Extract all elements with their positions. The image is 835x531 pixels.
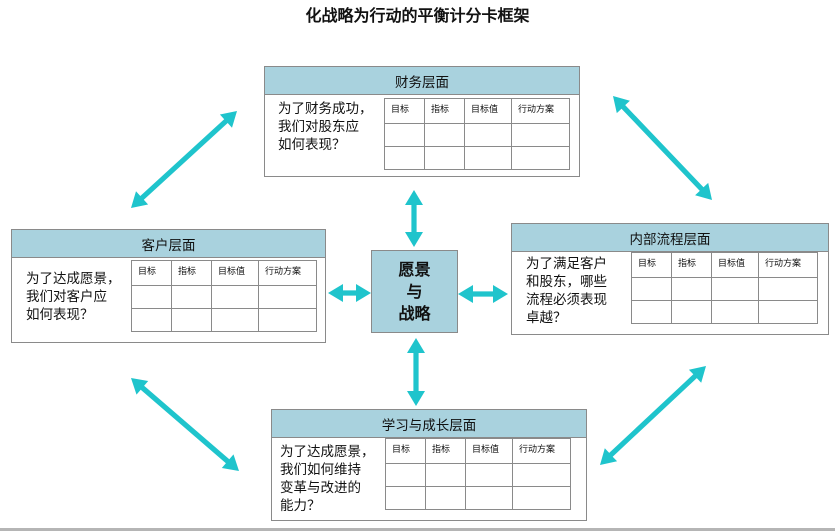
table-cell bbox=[671, 277, 712, 301]
table-cell bbox=[384, 146, 425, 170]
center-line: 愿景 bbox=[398, 259, 431, 279]
table-cell bbox=[425, 463, 466, 487]
table-cell bbox=[671, 300, 712, 324]
arrow-center-financial bbox=[405, 190, 423, 247]
table-cell bbox=[631, 277, 672, 301]
question-line: 为了财务成功， bbox=[278, 101, 373, 117]
table-cell bbox=[424, 146, 465, 170]
arrow-internal-learning bbox=[600, 366, 706, 465]
table-cell bbox=[464, 123, 512, 147]
question-line: 为了达成愿景， bbox=[26, 271, 121, 287]
table-cell bbox=[758, 277, 818, 301]
col-initiative: 行动方案 bbox=[512, 438, 571, 464]
arrow-center-customer bbox=[328, 284, 371, 302]
table-cell bbox=[211, 285, 259, 309]
arrow-financial-customer bbox=[131, 111, 237, 208]
question-line: 如何表现？ bbox=[26, 307, 94, 323]
table-cell bbox=[512, 463, 571, 487]
col-objective: 目标 bbox=[384, 98, 425, 124]
arrow-center-internal bbox=[458, 285, 508, 303]
question-line: 为了满足客户 bbox=[526, 256, 607, 272]
question-line: 我们如何维持 bbox=[280, 462, 361, 478]
table-cell bbox=[631, 300, 672, 324]
table-cell bbox=[511, 123, 570, 147]
col-initiative: 行动方案 bbox=[511, 98, 570, 124]
learning-growth-header: 学习与成长层面 bbox=[272, 410, 586, 438]
financial-question: 为了财务成功， 我们对股东应 如何表现？ bbox=[278, 100, 373, 154]
question-line: 卓越？ bbox=[526, 310, 567, 326]
col-measure: 指标 bbox=[425, 438, 466, 464]
col-initiative: 行动方案 bbox=[758, 252, 818, 278]
customer-metrics-table: 目标 指标 目标值 行动方案 bbox=[131, 260, 317, 332]
question-line: 变革与改进的 bbox=[280, 480, 361, 496]
table-cell bbox=[385, 486, 426, 510]
question-line: 能力？ bbox=[280, 498, 321, 514]
bottom-rule bbox=[0, 528, 835, 531]
col-objective: 目标 bbox=[631, 252, 672, 278]
table-cell bbox=[711, 300, 759, 324]
table-cell bbox=[425, 486, 466, 510]
col-measure: 指标 bbox=[171, 260, 212, 286]
vision-strategy-box: 愿景 与 战略 bbox=[371, 250, 458, 333]
customer-question: 为了达成愿景， 我们对客户应 如何表现？ bbox=[26, 270, 121, 324]
table-cell bbox=[511, 146, 570, 170]
col-measure: 指标 bbox=[671, 252, 712, 278]
col-initiative: 行动方案 bbox=[258, 260, 317, 286]
col-measure: 指标 bbox=[424, 98, 465, 124]
col-target: 目标值 bbox=[711, 252, 759, 278]
question-line: 和股东，哪些 bbox=[526, 274, 607, 290]
learning-growth-question: 为了达成愿景， 我们如何维持 变革与改进的 能力？ bbox=[280, 443, 375, 515]
arrow-customer-learning bbox=[131, 378, 239, 471]
question-line: 如何表现？ bbox=[278, 137, 346, 153]
table-cell bbox=[258, 308, 317, 332]
table-cell bbox=[758, 300, 818, 324]
table-cell bbox=[131, 308, 172, 332]
diagram-title: 化战略为行动的平衡计分卡框架 bbox=[305, 6, 530, 25]
arrow-financial-internal bbox=[613, 96, 712, 200]
question-line: 为了达成愿景， bbox=[280, 444, 375, 460]
financial-perspective-box: 财务层面 为了财务成功， 我们对股东应 如何表现？ 目标 指标 目标值 行动方案 bbox=[264, 66, 580, 177]
col-target: 目标值 bbox=[465, 438, 513, 464]
table-cell bbox=[171, 308, 212, 332]
customer-header: 客户层面 bbox=[12, 230, 325, 258]
table-cell bbox=[384, 123, 425, 147]
table-cell bbox=[465, 486, 513, 510]
table-cell bbox=[711, 277, 759, 301]
question-line: 我们对客户应 bbox=[26, 289, 107, 305]
table-cell bbox=[171, 285, 212, 309]
internal-process-metrics-table: 目标 指标 目标值 行动方案 bbox=[631, 252, 818, 324]
table-cell bbox=[385, 463, 426, 487]
internal-process-question: 为了满足客户 和股东，哪些 流程必须表现 卓越？ bbox=[526, 255, 607, 327]
learning-growth-perspective-box: 学习与成长层面 为了达成愿景， 我们如何维持 变革与改进的 能力？ 目标 指标 … bbox=[271, 409, 587, 521]
table-cell bbox=[512, 486, 571, 510]
col-target: 目标值 bbox=[464, 98, 512, 124]
col-target: 目标值 bbox=[211, 260, 259, 286]
table-cell bbox=[131, 285, 172, 309]
table-cell bbox=[424, 123, 465, 147]
table-cell bbox=[465, 463, 513, 487]
question-line: 我们对股东应 bbox=[278, 119, 359, 135]
learning-growth-metrics-table: 目标 指标 目标值 行动方案 bbox=[385, 438, 571, 510]
center-line: 战略 bbox=[398, 303, 431, 323]
question-line: 流程必须表现 bbox=[526, 292, 607, 308]
table-cell bbox=[211, 308, 259, 332]
internal-process-perspective-box: 内部流程层面 为了满足客户 和股东，哪些 流程必须表现 卓越？ 目标 指标 目标… bbox=[511, 223, 829, 335]
table-cell bbox=[464, 146, 512, 170]
financial-header: 财务层面 bbox=[265, 67, 579, 95]
internal-process-header: 内部流程层面 bbox=[512, 224, 828, 252]
col-objective: 目标 bbox=[385, 438, 426, 464]
col-objective: 目标 bbox=[131, 260, 172, 286]
financial-metrics-table: 目标 指标 目标值 行动方案 bbox=[384, 98, 570, 170]
arrow-center-learning bbox=[407, 338, 425, 406]
table-cell bbox=[258, 285, 317, 309]
center-line: 与 bbox=[406, 281, 423, 301]
customer-perspective-box: 客户层面 为了达成愿景， 我们对客户应 如何表现？ 目标 指标 目标值 行动方案 bbox=[11, 229, 326, 343]
